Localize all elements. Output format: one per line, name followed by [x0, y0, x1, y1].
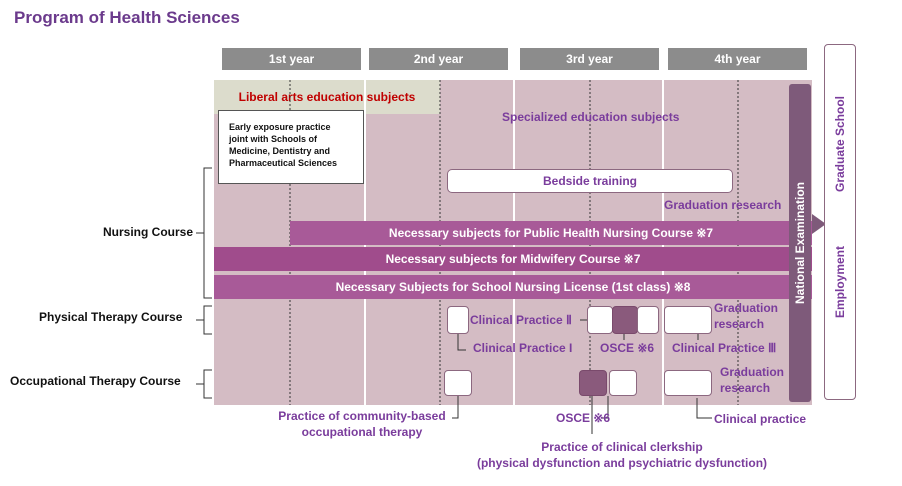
occupational-therapy-course-label: Occupational Therapy Course — [10, 374, 181, 388]
public-health-nursing-bar: Necessary subjects for Public Health Nur… — [290, 221, 812, 245]
employment-text: Employment — [833, 245, 848, 319]
pt-osce-label: OSCE ※6 — [600, 341, 655, 355]
ot-community-practice-label: Practice of community-based occupational… — [278, 409, 446, 439]
ot-community-practice-box — [444, 370, 472, 396]
physical-therapy-course-label: Physical Therapy Course — [39, 310, 183, 324]
national-examination-label: National Examination — [789, 84, 811, 402]
year-header-3: 3rd year — [520, 48, 659, 70]
liberal-arts-band: Liberal arts education subjects — [214, 80, 440, 114]
ot-osce-box — [579, 370, 607, 396]
nursing-course-label: Nursing Course — [103, 225, 194, 239]
year-header-4: 4th year — [668, 48, 807, 70]
ot-clinical-practice-label: Clinical practice — [714, 412, 807, 426]
pt-clinical-practice-1-box — [447, 306, 469, 334]
ot-clerkship-box — [609, 370, 637, 396]
pt-clinical-practice-2-label: Clinical Practice Ⅱ — [470, 313, 572, 327]
graduation-research-label: Graduation research — [664, 198, 782, 212]
graduate-school-text: Graduate School — [833, 95, 847, 193]
pt-clinical-practice-2-box-a — [587, 306, 613, 334]
year-header-2: 2nd year — [369, 48, 508, 70]
national-examination-text: National Examination — [793, 181, 807, 305]
national-examination-bar — [789, 84, 811, 402]
early-exposure-note: Early exposure practice joint with Schoo… — [218, 110, 364, 184]
ot-osce-label: OSCE ※6 — [556, 411, 611, 425]
employment-label: Employment — [824, 232, 856, 332]
pt-clinical-practice-1-label: Clinical Practice I — [473, 341, 573, 355]
page-title: Program of Health Sciences — [14, 8, 240, 27]
ot-clinical-practice-box — [664, 370, 712, 396]
graduate-school-label: Graduate School — [824, 88, 856, 200]
ot-clerkship-label: Practice of clinical clerkship (physical… — [476, 440, 768, 470]
year-header-1: 1st year — [222, 48, 361, 70]
midwifery-bar: Necessary subjects for Midwifery Course … — [214, 247, 812, 271]
pt-clinical-practice-3-box — [664, 306, 712, 334]
outcome-box — [824, 44, 856, 400]
pt-clinical-practice-3-label: Clinical Practice Ⅲ — [672, 341, 777, 355]
bedside-training-box: Bedside training — [447, 169, 733, 193]
pt-graduation-research-label: Graduation research — [714, 301, 779, 331]
pt-osce-box — [612, 306, 638, 334]
pt-clinical-practice-2-box-b — [637, 306, 659, 334]
specialized-subjects-label: Specialized education subjects — [502, 110, 680, 124]
ot-graduation-research-label: Graduation research — [720, 365, 785, 395]
school-nursing-bar: Necessary Subjects for School Nursing Li… — [214, 275, 812, 299]
